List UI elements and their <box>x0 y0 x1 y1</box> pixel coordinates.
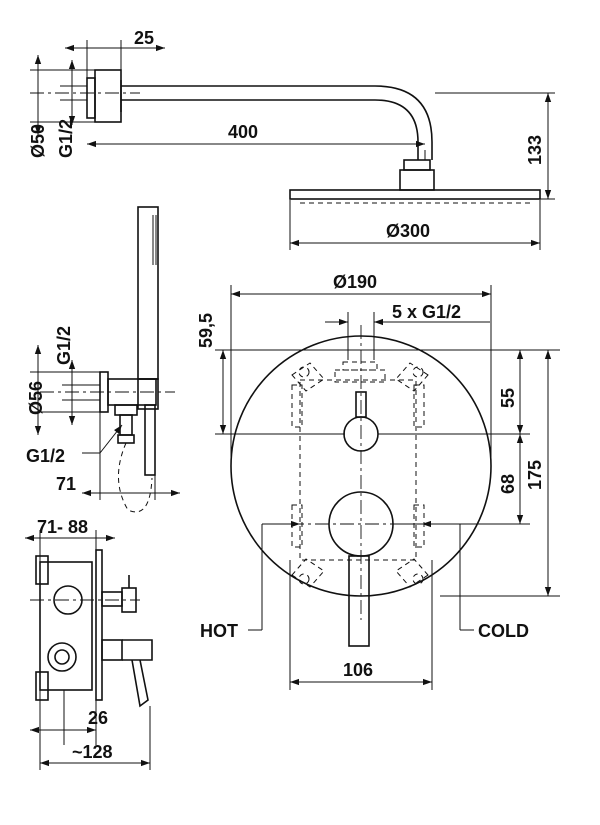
dim-diameter-50: Ø50 <box>28 124 48 158</box>
dim-total-height: 175 <box>525 460 545 490</box>
dim-flange: 26 <box>88 708 108 728</box>
front-plate-drawing <box>215 285 560 690</box>
dim-arm-offset: 25 <box>134 28 154 48</box>
dim-plate-diameter: Ø190 <box>333 272 377 292</box>
dim-head-diameter: Ø300 <box>386 221 430 241</box>
dim-lower-spacing: 68 <box>498 474 518 494</box>
hand-shower-drawing <box>30 206 180 513</box>
dim-ports: 5 x G1/2 <box>392 302 461 322</box>
dim-hot-cold-spacing: 106 <box>343 660 373 680</box>
dim-thread-hose: G1/2 <box>26 446 65 466</box>
dim-outlet-projection: 71 <box>56 474 76 494</box>
label-hot: HOT <box>200 621 238 641</box>
dim-thread-top: G1/2 <box>56 119 76 158</box>
label-cold: COLD <box>478 621 529 641</box>
dim-upper-spacing: 55 <box>498 388 518 408</box>
dim-offset-595: 59,5 <box>196 313 216 348</box>
dim-drop-height: 133 <box>525 135 545 165</box>
dim-arm-length: 400 <box>228 122 258 142</box>
dim-overall-depth: ~128 <box>72 742 113 762</box>
side-section-drawing <box>25 530 153 770</box>
dim-diameter-56: Ø56 <box>26 381 46 415</box>
shower-arm-drawing <box>30 40 555 250</box>
dim-thread-hand: G1/2 <box>54 326 74 365</box>
dim-box-depth: 71- 88 <box>37 517 88 537</box>
